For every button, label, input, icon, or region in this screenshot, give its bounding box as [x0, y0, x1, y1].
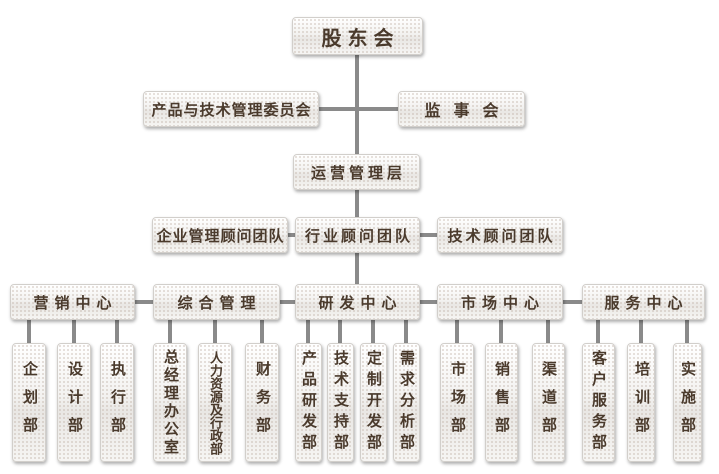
- connector-line: [639, 320, 643, 343]
- node-label: 服务中心: [604, 294, 689, 312]
- node-center-marketing: 营销中心: [10, 284, 135, 320]
- connector-line: [546, 320, 550, 343]
- node-dept-custom-dev: 定制开发部: [360, 343, 387, 462]
- connector-line: [115, 320, 119, 343]
- node-label: 执行部: [109, 360, 126, 445]
- connector-line: [318, 107, 398, 111]
- connector-line: [287, 233, 296, 237]
- connector-line: [72, 320, 76, 343]
- node-industry-advisor-team: 行业顾问团队: [295, 217, 420, 253]
- node-label: 股东会: [321, 27, 400, 50]
- node-label: 人力资源及行政部: [208, 350, 223, 455]
- connector-line: [404, 320, 408, 343]
- node-label: 营销中心: [33, 294, 118, 312]
- connector-line: [213, 320, 217, 343]
- node-label: 研发中心: [318, 294, 403, 312]
- node-label: 监事会: [424, 103, 512, 120]
- connector-line: [562, 300, 583, 304]
- connector-line: [685, 320, 689, 343]
- node-label: 企业管理顾问团队: [156, 227, 285, 245]
- connector-line: [306, 320, 310, 343]
- node-dept-customer-service: 客户服务部: [582, 343, 615, 462]
- node-dept-gm-office: 总经理办公室: [153, 343, 187, 462]
- node-label: 技术顾问团队: [447, 227, 556, 245]
- node-dept-execution: 执行部: [100, 343, 134, 462]
- node-label: 培训部: [633, 360, 650, 445]
- node-label: 实施部: [679, 360, 696, 445]
- node-product-tech-committee: 产品与技术管理委员会: [143, 91, 319, 127]
- node-dept-training: 培训部: [627, 343, 655, 462]
- connector-line: [371, 320, 375, 343]
- node-center-service: 服务中心: [582, 284, 705, 320]
- connector-line: [355, 189, 359, 217]
- node-operations-management: 运营管理层: [293, 154, 420, 190]
- node-center-general-admin: 综合管理: [153, 284, 280, 320]
- node-dept-design: 设计部: [57, 343, 91, 462]
- connector-line: [419, 300, 438, 304]
- connector-line: [355, 252, 359, 284]
- node-center-rnd: 研发中心: [295, 284, 420, 320]
- node-dept-tech-support: 技术支持部: [327, 343, 354, 462]
- node-enterprise-advisor-team: 企业管理顾问团队: [152, 217, 288, 253]
- node-dept-product-rnd: 产品研发部: [295, 343, 322, 462]
- connector-line: [27, 320, 31, 343]
- node-label: 客户服务部: [590, 350, 607, 455]
- node-label: 定制开发部: [365, 350, 382, 455]
- node-label: 产品研发部: [300, 350, 317, 455]
- connector-line: [338, 320, 342, 343]
- connector-line: [355, 54, 359, 154]
- node-dept-requirements-analysis: 需求分析部: [393, 343, 420, 462]
- node-label: 市场中心: [460, 294, 545, 312]
- node-label: 销售部: [493, 360, 510, 445]
- node-label: 设计部: [66, 360, 83, 445]
- node-center-market: 市场中心: [437, 284, 563, 320]
- node-label: 综合管理: [177, 294, 262, 312]
- node-dept-market: 市场部: [440, 343, 474, 462]
- connector-line: [134, 300, 154, 304]
- connector-line: [279, 300, 296, 304]
- node-label: 总经理办公室: [162, 348, 179, 457]
- connector-line: [596, 320, 600, 343]
- node-label: 运营管理层: [310, 164, 406, 182]
- node-label: 渠道部: [540, 360, 557, 445]
- node-dept-finance: 财务部: [245, 343, 279, 462]
- connector-line: [419, 233, 438, 237]
- node-dept-channel: 渠道部: [532, 343, 565, 462]
- connector-line: [455, 320, 459, 343]
- connector-line: [499, 320, 503, 343]
- node-label: 市场部: [449, 360, 466, 445]
- node-dept-sales: 销售部: [485, 343, 518, 462]
- connector-line: [168, 320, 172, 343]
- node-dept-implementation: 实施部: [673, 343, 702, 462]
- node-label: 技术支持部: [332, 350, 349, 455]
- node-label: 企划部: [21, 360, 38, 445]
- node-dept-planning: 企划部: [12, 343, 46, 462]
- node-shareholders-meeting: 股东会: [292, 17, 423, 55]
- node-label: 产品与技术管理委员会: [151, 101, 312, 119]
- node-label: 需求分析部: [398, 350, 415, 455]
- connector-line: [260, 320, 264, 343]
- node-label: 行业顾问团队: [304, 227, 413, 245]
- node-dept-hr-admin: 人力资源及行政部: [198, 343, 232, 462]
- node-supervisory-board: 监事会: [398, 91, 525, 127]
- node-label: 财务部: [254, 360, 271, 445]
- node-tech-advisor-team: 技术顾问团队: [437, 217, 563, 253]
